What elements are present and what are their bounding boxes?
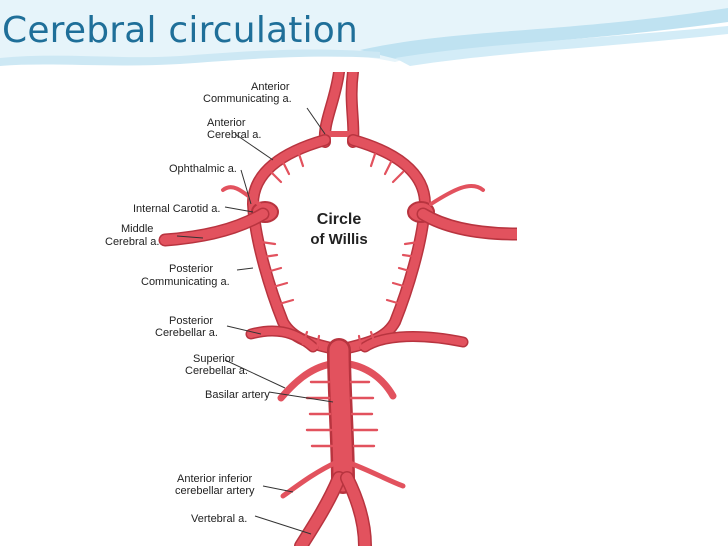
- label-posterior-cerebral-2: Cerebellar a.: [155, 327, 218, 339]
- label-anterior-communicating-2: Communicating a.: [203, 93, 292, 105]
- label-internal-carotid: Internal Carotid a.: [133, 203, 220, 215]
- label-superior-cerebellar-2: Cerebellar a.: [185, 365, 248, 377]
- label-aica-1: Anterior inferior: [177, 473, 253, 485]
- label-posterior-cerebral-1: Posterior: [169, 315, 213, 327]
- circle-label-line2: of Willis: [310, 231, 367, 248]
- label-anterior-cerebral-2: Cerebral a.: [207, 129, 261, 141]
- label-leader-lines: [176, 107, 334, 535]
- artery-illustration: Circle of Willis Anterior Communicating …: [105, 66, 524, 551]
- ophthalmic-right: [429, 184, 485, 206]
- superior-cerebellar-right: [345, 360, 397, 400]
- pontine-branches: [305, 380, 379, 448]
- label-vertebral: Vertebral a.: [191, 513, 247, 525]
- anatomy-labels: Anterior Communicating a. Anterior Cereb…: [105, 81, 292, 525]
- label-superior-cerebellar-1: Superior: [193, 353, 235, 365]
- perforating-branches: [259, 152, 421, 350]
- label-middle-cerebral-1: Middle: [121, 223, 153, 235]
- circle-label-line1: Circle: [317, 211, 362, 228]
- label-posterior-communicating-1: Posterior: [169, 263, 213, 275]
- label-posterior-communicating-2: Communicating a.: [141, 276, 230, 288]
- label-anterior-communicating-1: Anterior: [251, 81, 290, 93]
- aica-left: [280, 459, 340, 499]
- circle-of-willis-diagram: Circle of Willis Anterior Communicating …: [103, 66, 524, 551]
- header-wave-decoration: [0, 0, 728, 66]
- label-middle-cerebral-2: Cerebral a.: [105, 236, 159, 248]
- ophthalmic-left: [221, 185, 261, 206]
- label-aica-2: cerebellar artery: [175, 485, 255, 497]
- label-ophthalmic: Ophthalmic a.: [169, 163, 237, 175]
- aica-right: [344, 459, 406, 489]
- label-basilar: Basilar artery: [205, 389, 270, 401]
- label-anterior-cerebral-1: Anterior: [207, 117, 246, 129]
- slide-title: Cerebral circulation: [2, 10, 359, 51]
